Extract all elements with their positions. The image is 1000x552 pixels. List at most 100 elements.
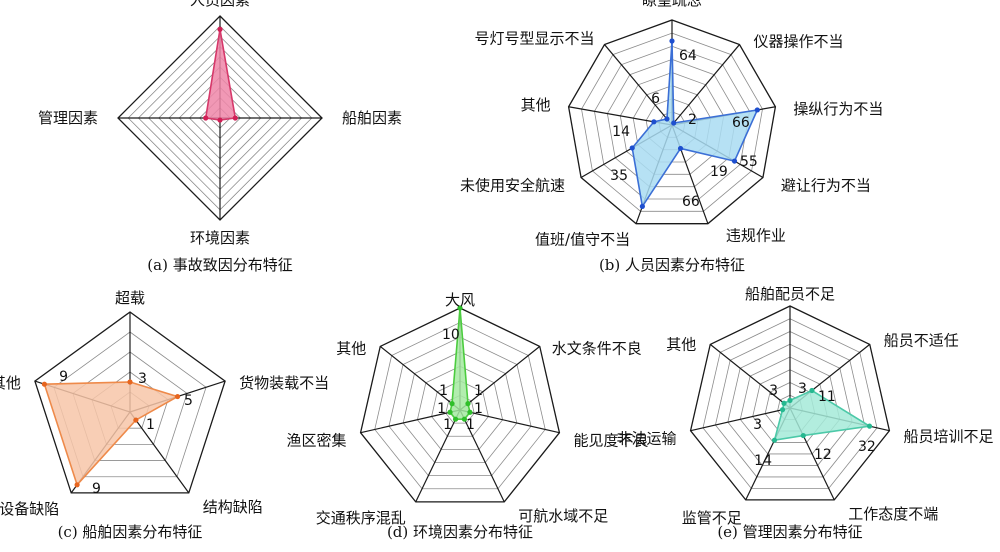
data-point bbox=[664, 116, 670, 122]
data-point bbox=[74, 482, 80, 488]
value-label: 66 bbox=[682, 194, 700, 210]
panel-d-caption: (d) 环境因素分布特征 bbox=[387, 523, 533, 541]
data-point bbox=[127, 379, 133, 385]
axis-spoke bbox=[604, 44, 673, 126]
value-label: 64 bbox=[679, 48, 697, 64]
panel-d-grid bbox=[359, 307, 561, 503]
axis-spoke bbox=[415, 409, 461, 503]
panel-e-grid bbox=[689, 305, 891, 501]
value-label: 1 bbox=[443, 417, 452, 433]
value-label: 1 bbox=[437, 401, 446, 417]
panel-b-grid bbox=[567, 19, 777, 225]
grid-ring bbox=[34, 311, 226, 494]
data-point bbox=[217, 26, 223, 32]
axis-label: 违规作业 bbox=[726, 227, 786, 245]
grid-ring bbox=[402, 351, 518, 463]
axis-spoke bbox=[379, 345, 461, 411]
data-point bbox=[651, 119, 657, 125]
value-label: 1 bbox=[466, 417, 475, 433]
panel-b-markers bbox=[629, 38, 760, 210]
axis-label: 环境因素 bbox=[190, 229, 250, 247]
value-label: 3 bbox=[769, 383, 778, 399]
value-label: 14 bbox=[754, 453, 772, 469]
grid-ring bbox=[359, 307, 561, 503]
grid-ring bbox=[702, 318, 878, 489]
value-label: 66 bbox=[732, 115, 750, 131]
data-point bbox=[781, 400, 787, 406]
radar-panel-c: 3 5 1 9 9 超载 货物装载不当 结构缺陷 设备缺陷 其他 (c) 船舶因… bbox=[0, 289, 329, 541]
value-label: 6 bbox=[651, 91, 660, 107]
data-point bbox=[174, 393, 181, 400]
panel-c-markers bbox=[41, 379, 181, 488]
grid-ring bbox=[752, 369, 828, 443]
panel-c-caption: (c) 船舶因素分布特征 bbox=[58, 523, 203, 541]
axis-label: 避让行为不当 bbox=[781, 177, 871, 195]
data-point bbox=[232, 115, 238, 121]
grid-ring bbox=[727, 343, 853, 466]
panel-a-data-area bbox=[204, 29, 237, 121]
data-point bbox=[217, 117, 223, 123]
value-label: 14 bbox=[612, 124, 630, 140]
grid-ring bbox=[714, 331, 866, 478]
axis-spoke bbox=[360, 409, 461, 434]
radar-panel-d: 10 1 1 1 1 1 1 大风 水文条件不良 能见度不良 可航水域不足 交通… bbox=[287, 291, 649, 541]
value-label: 3 bbox=[138, 371, 147, 387]
grid-ring bbox=[606, 58, 738, 188]
panel-b-caption: (b) 人员因素分布特征 bbox=[599, 256, 745, 274]
axis-label: 交通秩序混乱 bbox=[316, 509, 406, 527]
value-label: 1 bbox=[474, 401, 483, 417]
panel-b-axis-labels: 瞭望疏忽 仪器操作不当 操纵行为不当 避让行为不当 违规作业 值班/值守不当 未… bbox=[460, 0, 883, 249]
value-label: 5 bbox=[184, 393, 193, 409]
value-label: 12 bbox=[814, 447, 832, 463]
data-point bbox=[677, 145, 684, 152]
radar-panel-b: 64 2 66 55 19 66 35 14 6 瞭望疏忽 仪器操作不当 操纵行… bbox=[460, 0, 883, 274]
axis-label: 瞭望疏忽 bbox=[642, 0, 702, 9]
value-label: 55 bbox=[740, 154, 758, 170]
grid-ring bbox=[445, 394, 475, 424]
axis-label: 操纵行为不当 bbox=[793, 100, 883, 118]
value-label: 2 bbox=[688, 112, 697, 128]
grid-ring bbox=[416, 365, 504, 450]
value-label: 10 bbox=[442, 327, 460, 343]
axis-label: 可航水域不足 bbox=[518, 507, 608, 525]
axis-label: 人员因素 bbox=[190, 0, 250, 9]
value-label: 1 bbox=[146, 417, 155, 433]
panel-d-markers bbox=[447, 305, 473, 422]
data-point bbox=[465, 401, 471, 407]
axis-label: 结构缺陷 bbox=[203, 498, 263, 516]
data-point bbox=[203, 115, 209, 121]
panel-c-axis-labels: 超载 货物装载不当 结构缺陷 设备缺陷 其他 bbox=[0, 289, 329, 518]
data-point bbox=[41, 381, 48, 387]
axis-label: 设备缺陷 bbox=[0, 500, 59, 518]
data-point bbox=[787, 397, 793, 403]
axis-label: 其他 bbox=[521, 96, 551, 114]
axis-label: 船舶配员不足 bbox=[745, 285, 835, 303]
value-label: 1 bbox=[474, 383, 483, 399]
value-label: 1 bbox=[439, 383, 448, 399]
axis-label: 船舶因素 bbox=[342, 109, 402, 127]
axis-spoke bbox=[690, 407, 791, 432]
panel-e-markers bbox=[771, 387, 873, 443]
data-point bbox=[866, 423, 873, 429]
grid-ring bbox=[53, 331, 207, 478]
axis-label: 大风 bbox=[445, 291, 475, 309]
data-point bbox=[771, 437, 778, 443]
panel-a-axis-labels: 人员因素 船舶因素 环境因素 管理因素 bbox=[38, 0, 402, 247]
data-point bbox=[452, 416, 459, 422]
radar-panel-a: 人员因素 船舶因素 环境因素 管理因素 (a) 事故致因分布特征 bbox=[38, 0, 402, 274]
value-label: 9 bbox=[59, 369, 68, 385]
value-label: 19 bbox=[710, 164, 728, 180]
value-label: 11 bbox=[818, 389, 836, 405]
data-point bbox=[467, 409, 473, 415]
value-label: 32 bbox=[858, 439, 876, 455]
panel-e-axis-labels: 船舶配员不足 船员不适任 船员培训不足 工作态度不端 监管不足 非法运输 其他 bbox=[617, 285, 994, 527]
data-point bbox=[800, 432, 806, 439]
grid-ring bbox=[689, 305, 891, 501]
axis-spoke bbox=[459, 409, 560, 434]
panel-b-data-area bbox=[631, 40, 759, 209]
data-point bbox=[669, 38, 675, 44]
axis-label: 其他 bbox=[336, 339, 366, 357]
axis-spoke bbox=[709, 343, 791, 409]
grid-ring bbox=[594, 45, 750, 200]
value-label: 3 bbox=[753, 417, 762, 433]
